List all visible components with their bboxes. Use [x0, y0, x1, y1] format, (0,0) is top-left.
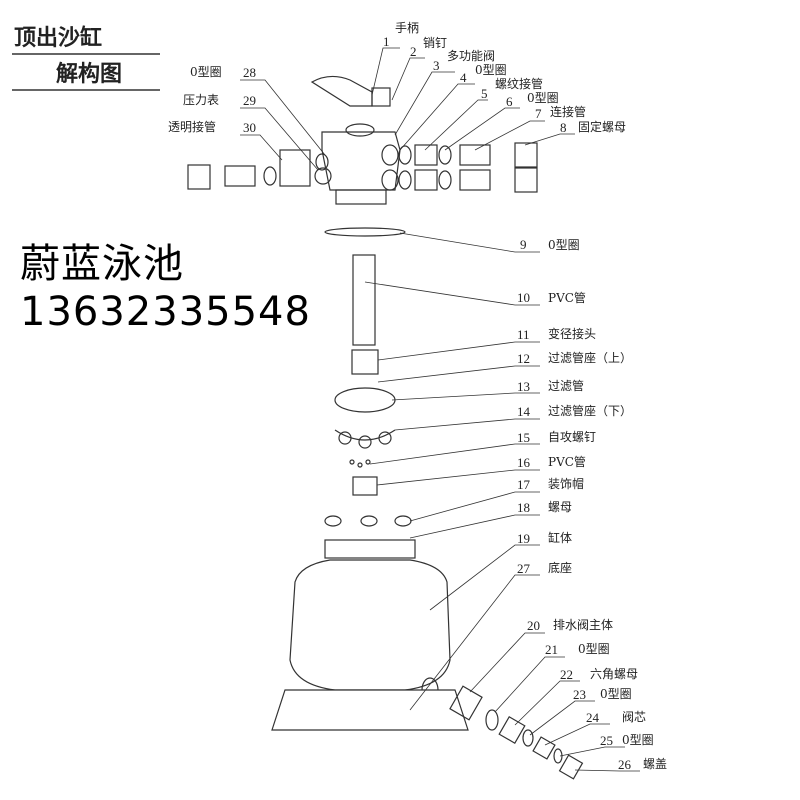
- part-name: 排水阀主体: [553, 618, 614, 632]
- part-number: 26: [618, 757, 631, 772]
- part-number: 29: [243, 93, 256, 108]
- part-name: 六角螺母: [590, 667, 639, 681]
- handle-part: [310, 75, 391, 107]
- part-name: 0型圈: [578, 642, 610, 656]
- part-name: 多功能阀: [447, 49, 496, 63]
- part-name: 底座: [548, 561, 573, 575]
- part-number: 18: [517, 500, 530, 515]
- part-name: 透明接管: [168, 120, 217, 134]
- part-number: 17: [517, 477, 530, 492]
- part-name: 阀芯: [622, 710, 647, 724]
- part-name: PVC管: [548, 291, 586, 305]
- tank-body-19: [289, 539, 451, 703]
- part-name: 0型圈: [622, 733, 654, 747]
- part-number: 10: [517, 290, 530, 305]
- part-number: 23: [573, 687, 586, 702]
- part-name: 0型圈: [600, 687, 632, 701]
- part-number: 3: [433, 58, 440, 73]
- part-name: 变径接头: [548, 327, 597, 341]
- part-name: 0型圈: [475, 63, 507, 77]
- part-number: 21: [545, 642, 558, 657]
- title-line-2: 解构图: [56, 62, 123, 87]
- part-name: 螺母: [548, 500, 573, 514]
- part-name: 0型圈: [527, 91, 559, 105]
- title-line-1: 顶出沙缸: [14, 26, 103, 51]
- part-name: 过滤管: [548, 379, 585, 393]
- part-name: 过滤管座（下）: [548, 404, 633, 418]
- screws-15: [349, 459, 371, 468]
- part-name: 螺纹接管: [495, 77, 544, 91]
- part-name: 连接管: [550, 105, 587, 119]
- part-name: 自攻螺钉: [548, 430, 597, 444]
- part-number: 2: [410, 44, 417, 59]
- base-27: [271, 689, 469, 731]
- pvc-pipe-16: [352, 476, 378, 496]
- part-name: 缸体: [548, 531, 573, 545]
- part-name: 0型圈: [190, 65, 222, 79]
- part-name: 固定螺母: [578, 120, 627, 134]
- o-ring-9: [324, 227, 406, 237]
- reducer-11: [351, 349, 379, 375]
- part-number: 4: [460, 70, 467, 85]
- part-name: PVC管: [548, 455, 586, 469]
- pvc-pipe-10: [352, 254, 376, 346]
- part-number: 16: [517, 455, 530, 470]
- caps-17: [324, 515, 412, 527]
- fittings-right: [398, 142, 538, 193]
- part-number: 15: [517, 430, 530, 445]
- part-name: 手柄: [395, 21, 420, 35]
- part-number: 7: [535, 106, 542, 121]
- part-number: 25: [600, 733, 613, 748]
- leader-lines: [240, 47, 640, 772]
- part-number: 1: [383, 34, 390, 49]
- part-number: 14: [517, 404, 530, 419]
- part-number: 11: [517, 327, 530, 342]
- part-name: 过滤管座（上）: [548, 351, 633, 365]
- part-number: 8: [560, 120, 567, 135]
- part-name: 装饰帽: [548, 477, 585, 491]
- part-number: 22: [560, 667, 573, 682]
- laterals-assembly: [334, 387, 396, 449]
- multiport-valve-part: [315, 123, 401, 205]
- drain-assembly: [449, 685, 584, 780]
- part-number: 20: [527, 618, 540, 633]
- part-number: 6: [506, 94, 513, 109]
- part-name: 螺盖: [643, 757, 668, 771]
- part-name: 压力表: [183, 93, 220, 107]
- part-number: 24: [586, 710, 599, 725]
- part-name: 销钉: [423, 36, 448, 50]
- part-number: 12: [517, 351, 530, 366]
- part-number: 9: [520, 237, 527, 252]
- part-number: 5: [481, 86, 488, 101]
- part-number: 19: [517, 531, 530, 546]
- part-number: 30: [243, 120, 256, 135]
- part-number: 28: [243, 65, 256, 80]
- fittings-left: [187, 149, 332, 190]
- watermark-name: 蔚蓝泳池: [20, 241, 184, 287]
- watermark-phone: 13632335548: [20, 289, 311, 335]
- part-name: 0型圈: [548, 238, 580, 252]
- part-number: 13: [517, 379, 530, 394]
- part-number: 27: [517, 561, 530, 576]
